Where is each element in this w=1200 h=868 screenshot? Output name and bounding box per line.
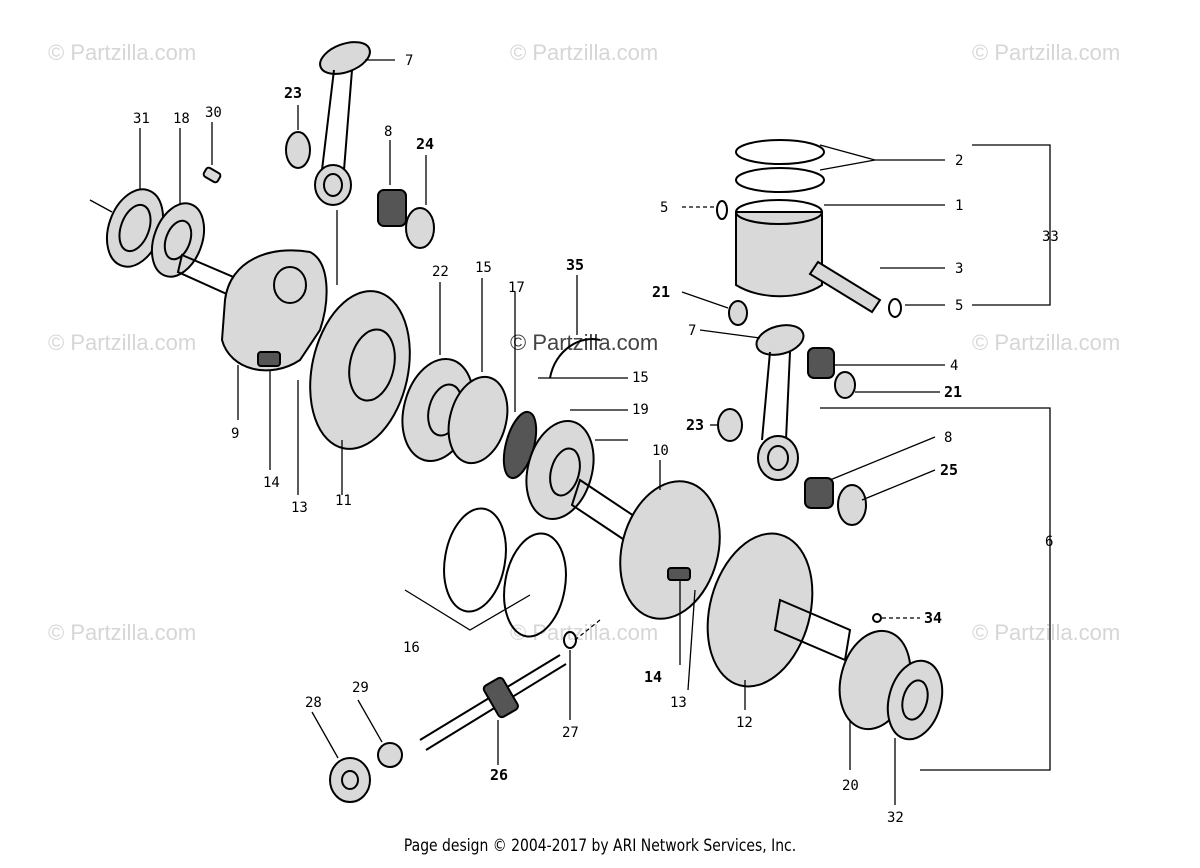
- callout-21-lower: 21: [944, 383, 962, 401]
- key-30-part: [202, 166, 222, 184]
- watermark: © Partzilla.com: [48, 40, 196, 65]
- needle-bearing-8-right-part: [804, 477, 834, 509]
- needle-bearing-8-top-part: [377, 189, 407, 227]
- callout-19: 19: [632, 402, 649, 418]
- crank-pin-14-right: [667, 567, 691, 581]
- callout-15-right: 15: [632, 370, 649, 386]
- callout-18: 18: [173, 111, 190, 127]
- watermark-center: © Partzilla.com: [510, 330, 658, 355]
- watermark: © Partzilla.com: [510, 620, 658, 645]
- watermark: © Partzilla.com: [48, 330, 196, 355]
- callout-8-top: 8: [384, 124, 392, 140]
- callout-11: 11: [335, 493, 352, 509]
- needle-bearing-4-part: [807, 347, 835, 379]
- callout-4: 4: [950, 358, 958, 374]
- callout-26: 26: [490, 766, 508, 784]
- bearing-19-bore: [549, 447, 581, 497]
- seal-32-part: [886, 659, 944, 741]
- seal-32-bore: [901, 679, 929, 721]
- callout-22: 22: [432, 264, 449, 280]
- callout-30: 30: [205, 105, 222, 121]
- washer-25-part: [837, 484, 867, 526]
- crank-web-11-part: [309, 290, 411, 450]
- callout-10: 10: [652, 443, 669, 459]
- crank-pin-14-part: [257, 351, 281, 367]
- ring-16b-part: [503, 532, 567, 638]
- watermark: © Partzilla.com: [972, 40, 1120, 65]
- piston-1-part: [735, 139, 825, 298]
- callout-12: 12: [736, 715, 753, 731]
- callout-29: 29: [352, 680, 369, 696]
- ring-35-part: [549, 338, 601, 379]
- callout-27: 27: [562, 725, 579, 741]
- washer-24-part: [405, 207, 435, 249]
- callout-7-right: 7: [688, 323, 696, 339]
- watermark: © Partzilla.com: [48, 620, 196, 645]
- bearing-19-part: [525, 419, 595, 521]
- crank-web-10-part: [619, 480, 721, 620]
- seal-29-part: [377, 742, 403, 768]
- callout-16: 16: [403, 640, 420, 656]
- callout-31: 31: [133, 111, 150, 127]
- watermark: © Partzilla.com: [972, 620, 1120, 645]
- washer-21-upper-part: [728, 300, 748, 326]
- washer-23-top-part: [285, 131, 311, 169]
- callout-7-top: 7: [405, 53, 413, 69]
- piston-pin-3-part: [808, 260, 882, 314]
- callout-9: 9: [231, 426, 239, 442]
- callouts: 31 18 30 23 7 8 24 22 15 17 35 15 19 10 …: [133, 53, 1059, 826]
- crank-web-hole: [273, 266, 307, 304]
- crank-web-9-part: [220, 249, 328, 372]
- callout-33: 33: [1042, 229, 1059, 245]
- callout-23-right: 23: [686, 416, 704, 434]
- clip-5-upper-part: [716, 200, 728, 220]
- washer-21-lower-part: [834, 371, 856, 399]
- callout-25: 25: [940, 461, 958, 479]
- callout-8-right: 8: [944, 430, 952, 446]
- callout-15-top: 15: [475, 260, 492, 276]
- callout-13-right: 13: [670, 695, 687, 711]
- ball-34-part: [872, 613, 882, 623]
- callout-13-left: 13: [291, 500, 308, 516]
- callout-1: 1: [955, 198, 963, 214]
- callout-14-right: 14: [644, 668, 662, 686]
- seal-27-part: [563, 631, 577, 649]
- callout-2: 2: [955, 153, 963, 169]
- connecting-rod-7-top: [314, 41, 371, 206]
- callout-20: 20: [842, 778, 859, 794]
- cap-28-bore: [341, 770, 359, 790]
- leader-lines: [139, 59, 1051, 805]
- page-footer: Page design © 2004-2017 by ARI Network S…: [403, 836, 797, 856]
- callout-34: 34: [924, 609, 942, 627]
- clip-5-lower-part: [888, 298, 902, 318]
- crank-web-12-part: [706, 532, 814, 688]
- callout-5-lower: 5: [955, 298, 963, 314]
- connecting-rod-7-right: [755, 324, 805, 481]
- ring-16a-part: [443, 507, 507, 613]
- callout-28: 28: [305, 695, 322, 711]
- callout-6: 6: [1045, 534, 1053, 550]
- callout-23-top: 23: [284, 84, 302, 102]
- cap-28-part: [329, 757, 371, 803]
- seal-15-part: [447, 375, 509, 465]
- callout-35: 35: [566, 256, 584, 274]
- crank-web-11-bore: [348, 328, 396, 402]
- watermark: © Partzilla.com: [510, 40, 658, 65]
- callout-32: 32: [887, 810, 904, 826]
- pump-gear-26-part: [482, 676, 519, 719]
- callout-3: 3: [955, 261, 963, 277]
- watermark: © Partzilla.com: [972, 330, 1120, 355]
- callout-5-upper: 5: [660, 200, 668, 216]
- callout-24: 24: [416, 135, 434, 153]
- callout-14-left: 14: [263, 475, 280, 491]
- callout-21-upper: 21: [652, 283, 670, 301]
- callout-17: 17: [508, 280, 525, 296]
- washer-23-right-part: [717, 408, 743, 442]
